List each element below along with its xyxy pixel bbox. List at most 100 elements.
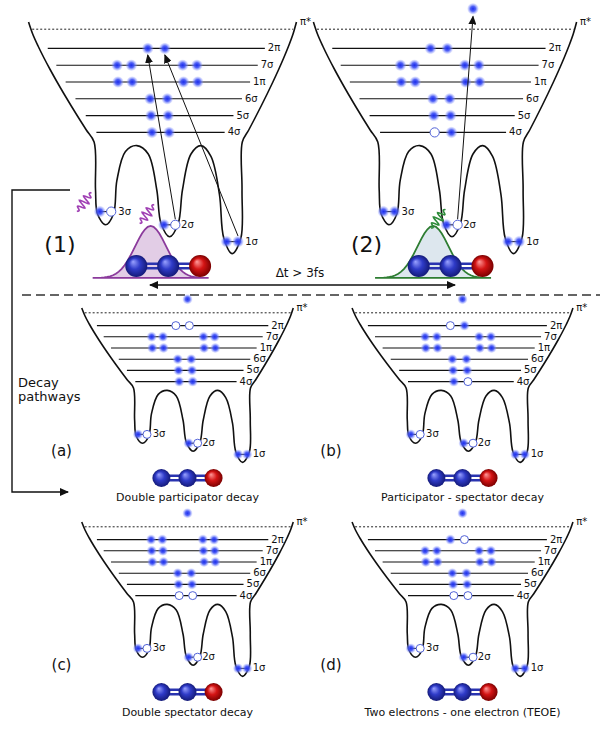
electron	[147, 343, 157, 353]
electron	[232, 236, 244, 248]
orbital-label: 2π	[268, 43, 280, 54]
orbital-label: 1π	[534, 77, 546, 88]
hole	[450, 592, 458, 600]
electron	[242, 663, 252, 673]
electron	[474, 546, 484, 556]
hole	[469, 653, 477, 661]
nitrogen-atom	[179, 469, 197, 487]
electron	[159, 557, 169, 567]
electron	[209, 535, 219, 545]
hole	[464, 592, 472, 600]
electron	[395, 76, 407, 88]
electron	[389, 206, 401, 218]
electron	[210, 332, 220, 342]
electron	[184, 652, 194, 662]
orbital-label: 6σ	[526, 94, 539, 105]
orbital-label: 1σ	[245, 236, 258, 247]
nitrogen-atom	[179, 683, 197, 701]
electron	[198, 546, 208, 556]
electron	[199, 557, 209, 567]
orbital-label: 4σ	[517, 376, 530, 387]
orbital-label: 1π	[260, 343, 272, 354]
ionization-arrow	[458, 16, 473, 219]
orbital-label: 6σ	[531, 568, 544, 579]
hole	[430, 128, 439, 137]
electron	[447, 354, 457, 364]
electron	[421, 557, 431, 567]
electron	[510, 449, 520, 459]
orbital-label: 5σ	[524, 579, 537, 590]
orbital-level	[104, 550, 263, 551]
orbital-level	[127, 584, 244, 585]
electron	[447, 568, 457, 578]
orbital-level	[370, 115, 515, 116]
orbital-label: π*	[580, 17, 591, 28]
caption: Two electrons - one electron (TEOE)	[364, 707, 560, 719]
orbital-level	[86, 115, 234, 116]
electron	[126, 59, 138, 71]
xray-pulse	[140, 204, 154, 223]
hole	[453, 220, 462, 229]
electron	[178, 76, 190, 88]
orbital-label: 2σ	[478, 652, 491, 663]
orbital-label: 2σ	[202, 438, 215, 449]
electron	[433, 343, 443, 353]
orbital-level	[359, 98, 523, 99]
orbital-label: 2π	[550, 320, 562, 331]
orbital-label: 5σ	[247, 579, 260, 590]
orbital-level	[56, 65, 257, 66]
orbital-level	[408, 595, 514, 596]
electron	[406, 643, 416, 653]
orbital-label: 4σ	[240, 590, 253, 601]
panel-label: (b)	[320, 444, 341, 460]
orbital-label: 6σ	[531, 354, 544, 365]
electron	[173, 568, 183, 578]
electron	[433, 557, 443, 567]
ejected-electron	[467, 3, 479, 15]
electron	[459, 438, 469, 448]
electron	[409, 76, 421, 88]
electron	[198, 535, 208, 545]
orbital-label: π*	[296, 517, 307, 528]
panel-label: (d)	[320, 658, 341, 674]
electron	[191, 59, 203, 71]
orbital-level	[104, 336, 263, 337]
nitrogen-atom	[152, 683, 170, 701]
electron	[425, 43, 437, 55]
electron	[462, 365, 472, 375]
electron	[147, 332, 157, 342]
orbital-level	[135, 595, 236, 596]
orbital-label: 1σ	[531, 449, 544, 460]
orbital-label: 1σ	[253, 449, 266, 460]
orbital-level	[111, 561, 257, 562]
oxygen-atom	[480, 469, 498, 487]
orbital-level	[391, 573, 528, 574]
xray-pulse	[77, 192, 91, 211]
electron	[444, 93, 456, 105]
electron	[460, 76, 472, 88]
electron	[187, 365, 197, 375]
orbital-label: 5σ	[524, 365, 537, 376]
orbital-label: 1π	[253, 77, 265, 88]
electron	[233, 663, 243, 673]
orbital-level	[119, 573, 250, 574]
electron	[427, 93, 439, 105]
orbital-label: 3σ	[402, 206, 415, 217]
orbital-label: 1π	[538, 557, 550, 568]
orbital-level	[97, 325, 268, 326]
electron	[486, 546, 496, 556]
ejected-electron	[458, 508, 468, 518]
orbital-level	[119, 359, 250, 360]
electron	[142, 43, 154, 55]
oxygen-atom	[480, 683, 498, 701]
electron	[146, 127, 158, 139]
electron	[473, 59, 485, 71]
orbital-panel	[313, 3, 576, 278]
electron	[186, 354, 196, 364]
orbital-level	[368, 539, 547, 540]
potential-well	[82, 522, 294, 676]
panel-label: (a)	[51, 444, 72, 460]
electron	[162, 110, 174, 122]
